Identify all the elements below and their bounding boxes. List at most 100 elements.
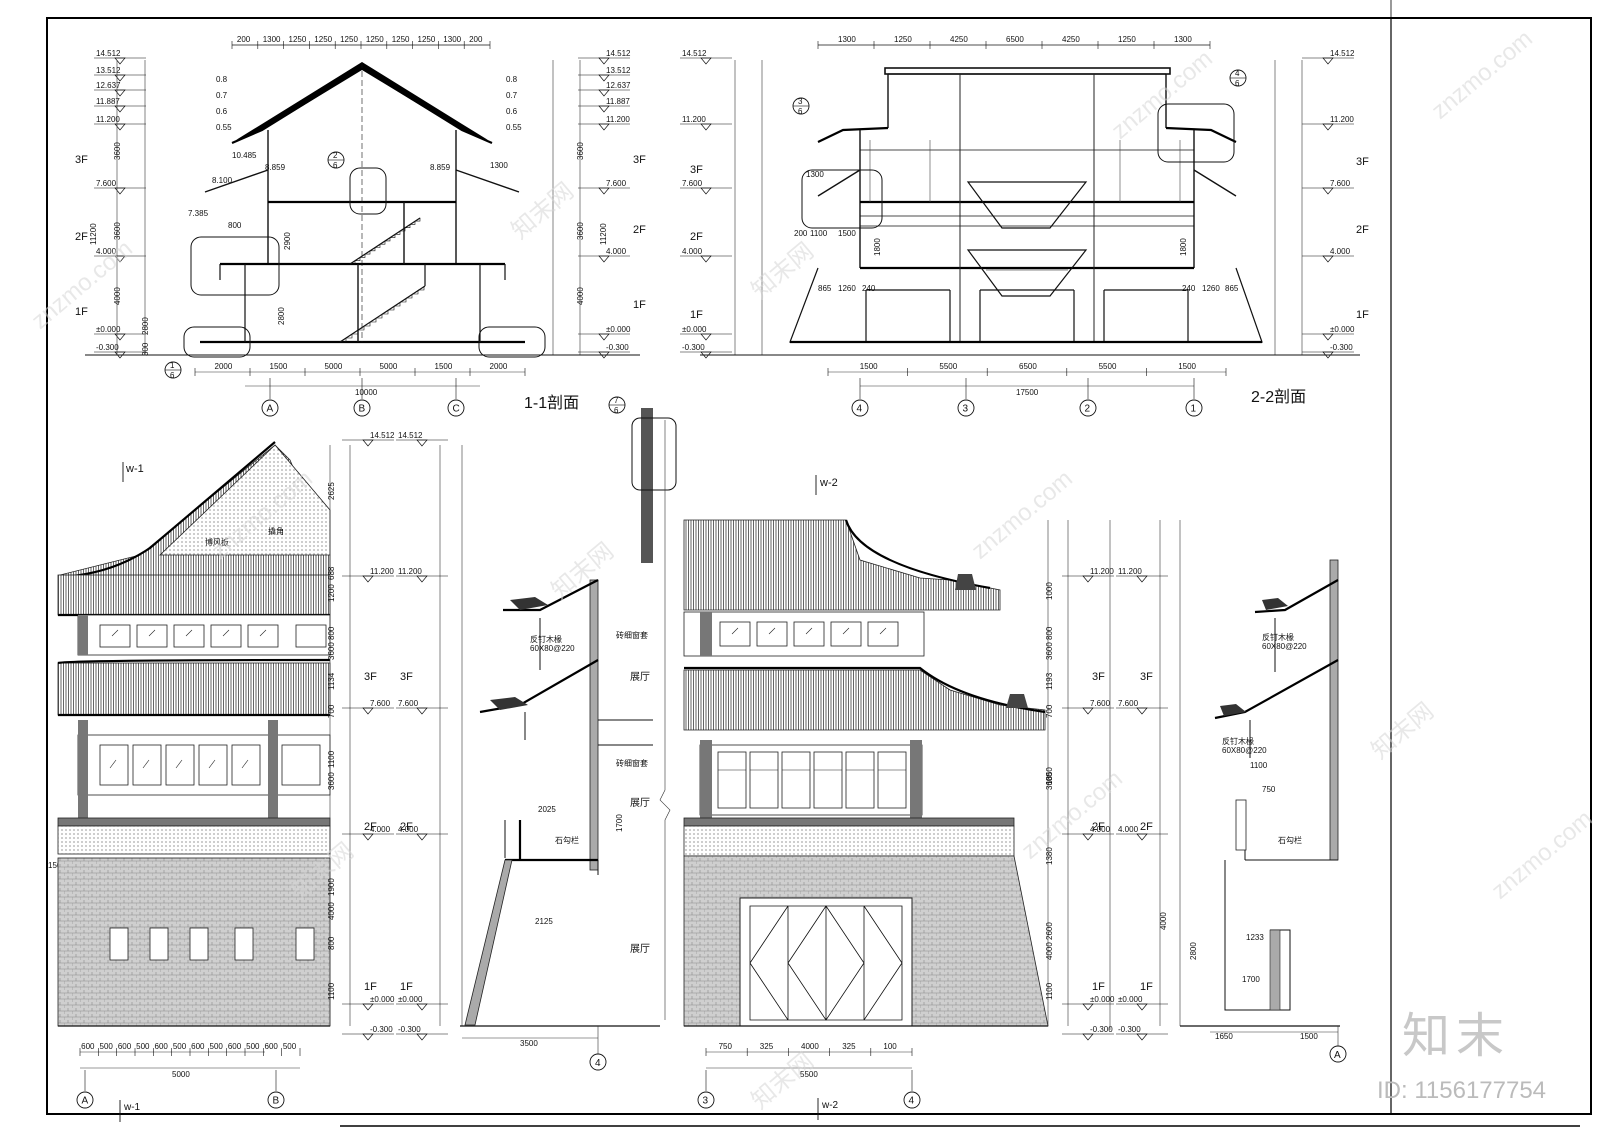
dim-1500: 1500: [838, 229, 856, 238]
bottom-dim-value: 750: [719, 1042, 733, 1051]
slope-right: 0.6: [506, 107, 518, 116]
dim-2125: 2125: [535, 917, 553, 926]
section-2-2-total-width: 17500: [1016, 388, 1039, 397]
level-value: -0.300: [1090, 1025, 1113, 1034]
window: [719, 621, 751, 647]
vertical-dim: 1193: [1045, 672, 1054, 690]
bottom-dim-value: 5500: [1099, 362, 1117, 371]
level-marker: [700, 187, 712, 195]
detail-w2-sublabel: w-2: [821, 1100, 839, 1111]
level-right-marker: [598, 187, 610, 195]
level-left-marker: [114, 57, 126, 65]
vertical-dim: 3600: [327, 772, 336, 790]
slope-right: 0.8: [506, 75, 518, 84]
vertical-dim: 800: [1045, 626, 1054, 640]
floor-label-1f: 1F: [75, 306, 88, 318]
level-left-value: 7.600: [96, 179, 117, 188]
dim-3500: 3500: [520, 1039, 538, 1048]
level-value: 7.600: [1090, 699, 1111, 708]
window: [198, 744, 228, 786]
axis-label: B: [273, 1096, 280, 1107]
window-glint: [842, 627, 850, 635]
top-dim-value: 4250: [1062, 35, 1080, 44]
watermark: 知末网: [507, 178, 580, 245]
window-glint: [109, 759, 117, 769]
stair-tread: [395, 231, 401, 235]
level-right-marker: [598, 123, 610, 131]
detail-w2-label: w-2: [819, 477, 838, 489]
stair-tread: [405, 224, 411, 228]
upper-windows: [99, 624, 327, 648]
level-left-value: 11.887: [96, 97, 120, 106]
level-right-marker: [598, 333, 610, 341]
floor-2f-right: 2F: [1356, 224, 1369, 236]
svg-text:6: 6: [1235, 79, 1240, 88]
section-1-1-left-levels: 14.51213.51212.63711.88711.2007.6004.000…: [94, 49, 146, 359]
dim-1700: 1700: [1242, 975, 1260, 984]
stair-tread: [390, 234, 396, 238]
level-value: 11.200: [398, 567, 422, 576]
level-value: 14.512: [370, 431, 395, 440]
stair-tread: [410, 221, 416, 225]
window-glint: [879, 627, 887, 635]
window-glint: [175, 759, 183, 769]
note-rafter-lower-spec: 60X80@220: [1222, 746, 1267, 755]
floor-label: 3F: [364, 671, 377, 683]
axis-bubble: [267, 1091, 285, 1109]
level-8859: 8.859: [265, 163, 286, 172]
level-left-value: ±0.000: [96, 325, 121, 334]
slope-left: 0.55: [216, 123, 232, 132]
vertical-dim: 800: [327, 936, 336, 950]
dim-240-right: 240: [1182, 284, 1196, 293]
vertical-dim: 3600: [1045, 772, 1054, 790]
level-marker: [700, 123, 712, 131]
level-value: 11.200: [370, 567, 394, 576]
dim-1100: 1100: [1250, 761, 1268, 770]
section-1-1-title: 1-1剖面: [524, 394, 579, 412]
slope-right: 0.7: [506, 91, 518, 100]
level-left-value: 11.200: [96, 115, 120, 124]
stair-tread: [380, 240, 386, 245]
floor-label: 3F: [1140, 671, 1153, 683]
window: [132, 744, 162, 786]
top-dim-value: 4250: [950, 35, 968, 44]
dim-240: 240: [862, 284, 876, 293]
axis-bubble: [261, 399, 279, 417]
section-1-1-floor-labels: 3F 2F 1F 3F 2F 1F: [75, 154, 646, 318]
level-value: 7.600: [1118, 699, 1139, 708]
bottom-dim-value: 600: [81, 1042, 95, 1051]
stair-tread: [406, 294, 413, 299]
level-right-value: 11.200: [606, 115, 630, 124]
base-window: [295, 927, 315, 961]
lower-windows: [717, 751, 907, 809]
window: [99, 744, 129, 786]
bottom-dim-value: 325: [760, 1042, 774, 1051]
base-window: [149, 927, 169, 961]
stair-tread: [355, 257, 361, 261]
level-right-value: 12.637: [606, 81, 631, 90]
bottom-dim-value: 6500: [1019, 362, 1037, 371]
window: [295, 624, 327, 648]
level-marker: [1082, 833, 1094, 841]
level-marker: [362, 1003, 374, 1011]
note-zhuanxi-2: 砖细窗套: [616, 758, 648, 768]
dim-4000: 4000: [113, 287, 122, 305]
window: [845, 751, 875, 809]
floor-label: 2F: [364, 821, 377, 833]
axis-bubble: [447, 399, 465, 417]
level-marker: [700, 255, 712, 263]
window: [756, 621, 788, 647]
dim-11200: 11200: [89, 223, 98, 245]
top-dim-value: 1250: [366, 35, 384, 44]
top-dim-value: 1300: [838, 35, 856, 44]
svg-text:6: 6: [170, 371, 175, 380]
dim-1260-right: 1260: [1202, 284, 1220, 293]
vertical-dim: 2600: [1045, 922, 1054, 940]
level-left-marker: [114, 89, 126, 97]
watermark: znzmo.com: [1427, 25, 1538, 125]
vertical-dim: 688: [327, 566, 336, 580]
level-right-value: 14.512: [1330, 49, 1355, 58]
stair-tread: [400, 227, 406, 232]
level-right-marker: [1322, 187, 1334, 195]
